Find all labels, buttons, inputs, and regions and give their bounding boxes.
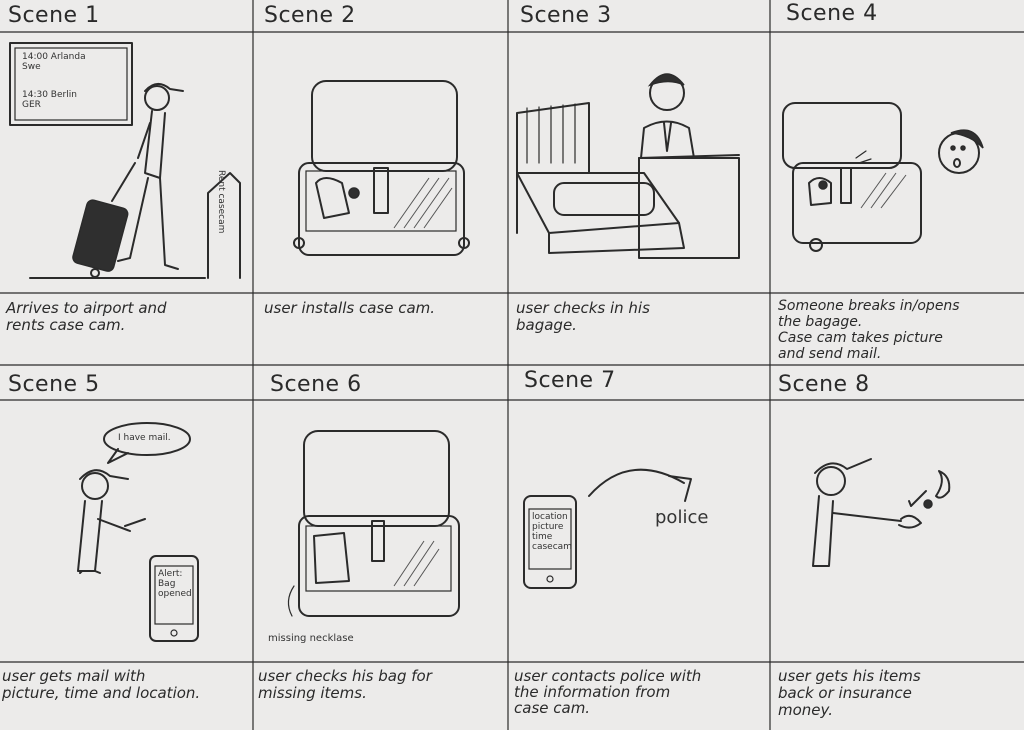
scene-2-illustration	[293, 80, 470, 256]
scene-6-title: Scene 6	[270, 372, 362, 397]
phone-alert-text: Alert: Bag opened	[158, 569, 192, 599]
scene-3-caption: user checks in his bagage.	[516, 299, 650, 334]
scene-5-title: Scene 5	[8, 372, 100, 397]
scene-1-caption: Arrives to airport and rents case cam.	[6, 299, 167, 334]
scene-8-caption: user gets his items back or insurance mo…	[778, 667, 921, 719]
scene-2-caption: user installs case cam.	[264, 299, 436, 317]
scene-4-caption: Someone breaks in/opens the bagage. Case…	[778, 298, 960, 362]
scene-2-title: Scene 2	[264, 3, 356, 28]
scene-1-illustration	[9, 42, 241, 279]
scene-4-illustration	[782, 102, 984, 252]
scene-6-illustration	[287, 430, 460, 617]
police-label: police	[655, 507, 709, 528]
departure-board-text-1: 14:00 Arlanda Swe	[22, 52, 86, 72]
scene-5-caption: user gets mail with picture, time and lo…	[2, 667, 201, 702]
speech-bubble-text: I have mail.	[118, 433, 171, 443]
scene-8-title: Scene 8	[778, 372, 870, 397]
departure-board-text-2: 14:30 Berlin GER	[22, 90, 77, 110]
scene-3-title: Scene 3	[520, 3, 612, 28]
scene-8-illustration	[812, 458, 951, 567]
scene-7-caption: user contacts police with the informatio…	[514, 667, 702, 717]
scene-3-illustration	[516, 73, 740, 259]
rent-casecam-sign: Rent casecam	[216, 170, 226, 234]
missing-necklace-note: missing necklase	[268, 633, 354, 644]
scene-1-title: Scene 1	[8, 3, 100, 28]
phone-info-text: location picture time casecam	[532, 512, 572, 552]
scene-5-illustration	[77, 422, 199, 642]
scene-4-title: Scene 4	[786, 1, 878, 26]
scene-7-illustration	[523, 468, 692, 589]
scene-6-caption: user checks his bag for missing items.	[258, 667, 432, 702]
scene-7-title: Scene 7	[524, 368, 616, 393]
